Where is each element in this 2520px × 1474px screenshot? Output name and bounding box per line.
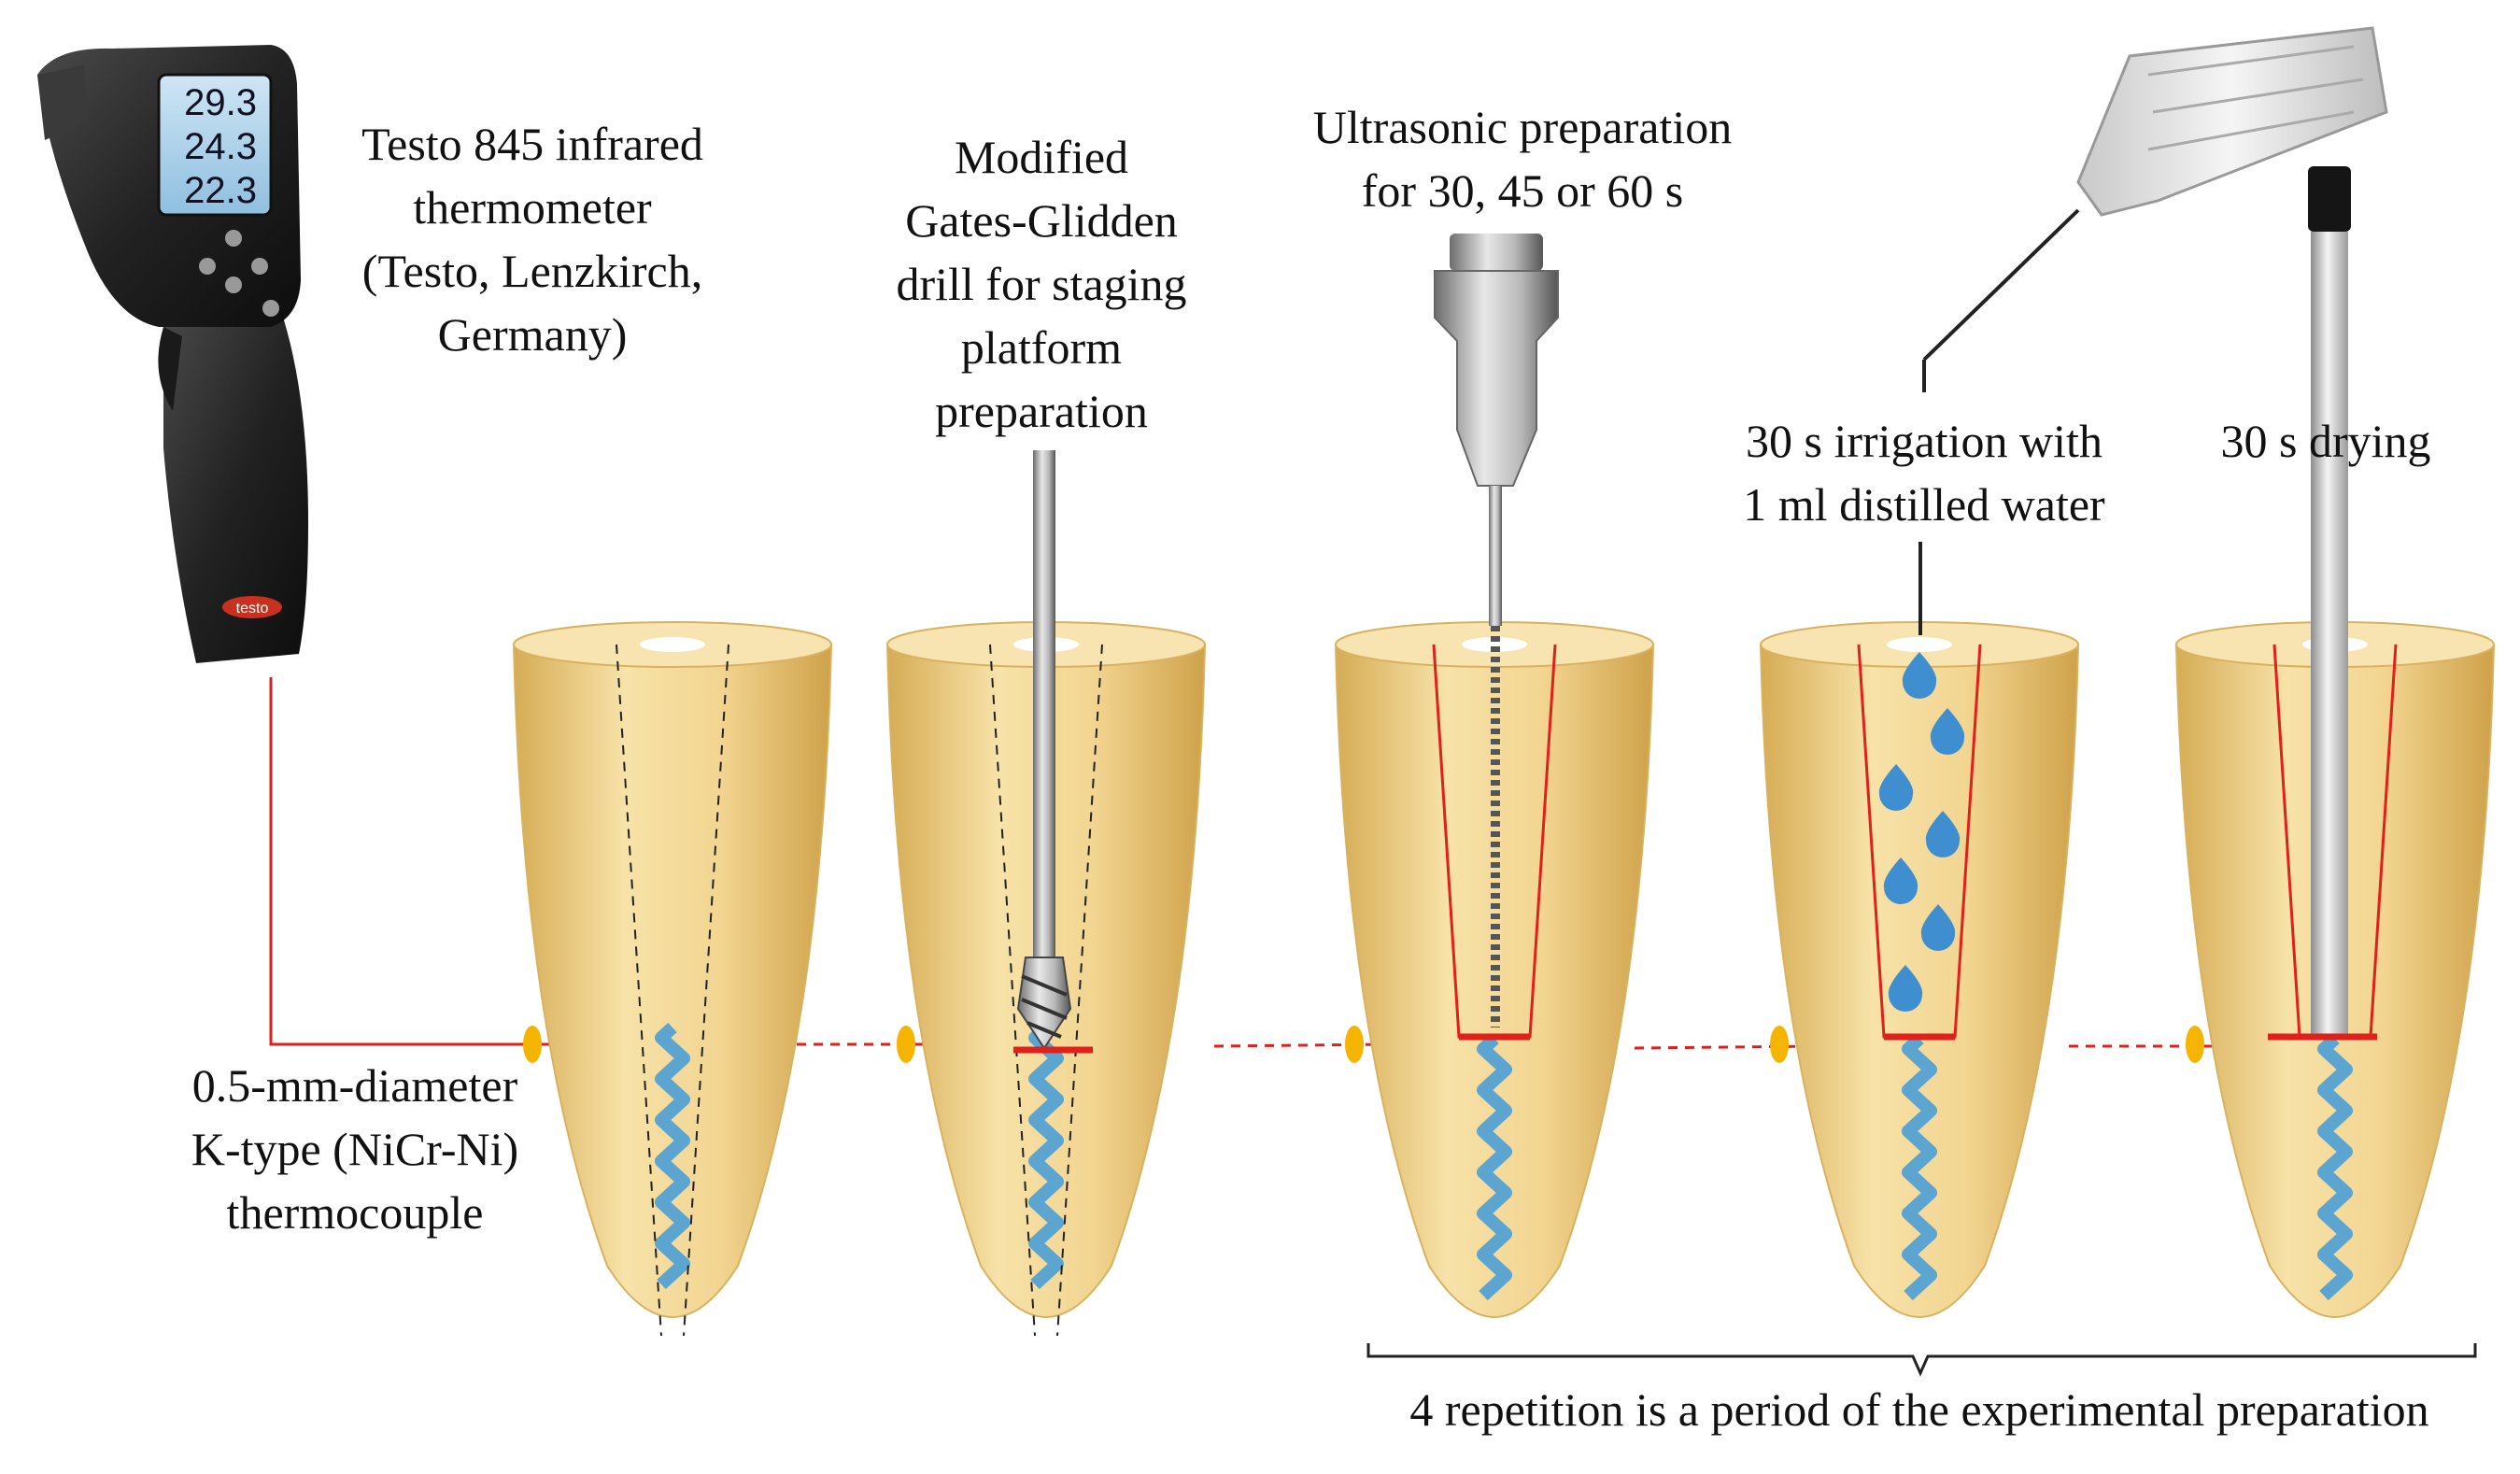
gates-glidden-drill-icon [1013, 450, 1093, 1054]
root-specimen [512, 621, 833, 1337]
gates-glidden-label-line: drill for staging [896, 258, 1187, 310]
ultrasonic-label-line: Ultrasonic preparation [1312, 101, 1733, 153]
water-drop-icon [1930, 708, 1965, 755]
water-drop-icon [1878, 764, 1914, 811]
thermometer-label: Testo 845 infrared thermometer (Testo, L… [327, 112, 738, 366]
thermometer-label-line: Testo 845 infrared [361, 118, 703, 170]
display-reading-2: 24.3 [184, 126, 257, 167]
water-drop-icon [1883, 857, 1918, 904]
thermometer-label-line: Germany) [437, 308, 628, 361]
water-drop-icon [1902, 652, 1937, 699]
ultrasonic-label: Ultrasonic preparation for 30, 45 or 60 … [1261, 95, 1784, 222]
gates-glidden-label-line: Modified [954, 131, 1129, 183]
root-specimens [512, 621, 2496, 1337]
thermocouple-label: 0.5-mm-diameter K-type (NiCr-Ni) thermoc… [149, 1054, 560, 1244]
irrigation-syringe-icon [1918, 26, 2388, 635]
irrigation-label: 30 s irrigation with 1 ml distilled wate… [1691, 409, 2158, 536]
repetition-label: 4 repetition is a period of the experime… [1331, 1378, 2508, 1441]
thermometer-label-line: thermometer [413, 181, 652, 234]
ultrasonic-tip-icon [1434, 234, 1559, 1028]
irrigation-label-line: 1 ml distilled water [1743, 478, 2105, 531]
thermometer-label-line: (Testo, Lenzkirch, [361, 245, 703, 297]
ultrasonic-label-line: for 30, 45 or 60 s [1361, 164, 1684, 217]
repetition-bracket [1366, 1343, 2477, 1377]
root-specimen [1759, 621, 2080, 1318]
water-drop-icon [1920, 904, 1956, 951]
thermocouple-label-line: 0.5-mm-diameter [191, 1059, 518, 1112]
drying-label: 30 s drying [2176, 409, 2475, 473]
irrigation-label-line: 30 s irrigation with [1746, 415, 2102, 467]
thermocouple-wires [269, 677, 2232, 1050]
thermometer-brand: testo [236, 601, 269, 617]
gates-glidden-label-line: Gates-Glidden [905, 194, 1178, 247]
infrared-thermometer-icon: 29.3 24.3 22.3 testo [37, 45, 308, 663]
repetition-label-line: 4 repetition is a period of the experime… [1409, 1383, 2429, 1436]
display-reading-3: 22.3 [184, 170, 257, 211]
gates-glidden-label-line: preparation [935, 385, 1148, 437]
drying-label-line: 30 s drying [2220, 415, 2431, 467]
water-drop-icon [1925, 811, 1961, 857]
drying-paper-point-icon [2268, 166, 2377, 1041]
thermocouple-label-line: K-type (NiCr-Ni) [191, 1123, 519, 1175]
gates-glidden-label: Modified Gates-Glidden drill for staging… [859, 125, 1224, 443]
thermocouple-label-line: thermocouple [226, 1186, 484, 1239]
display-reading-1: 29.3 [184, 82, 257, 123]
gates-glidden-label-line: platform [960, 321, 1123, 374]
water-drop-icon [1888, 965, 1923, 1012]
